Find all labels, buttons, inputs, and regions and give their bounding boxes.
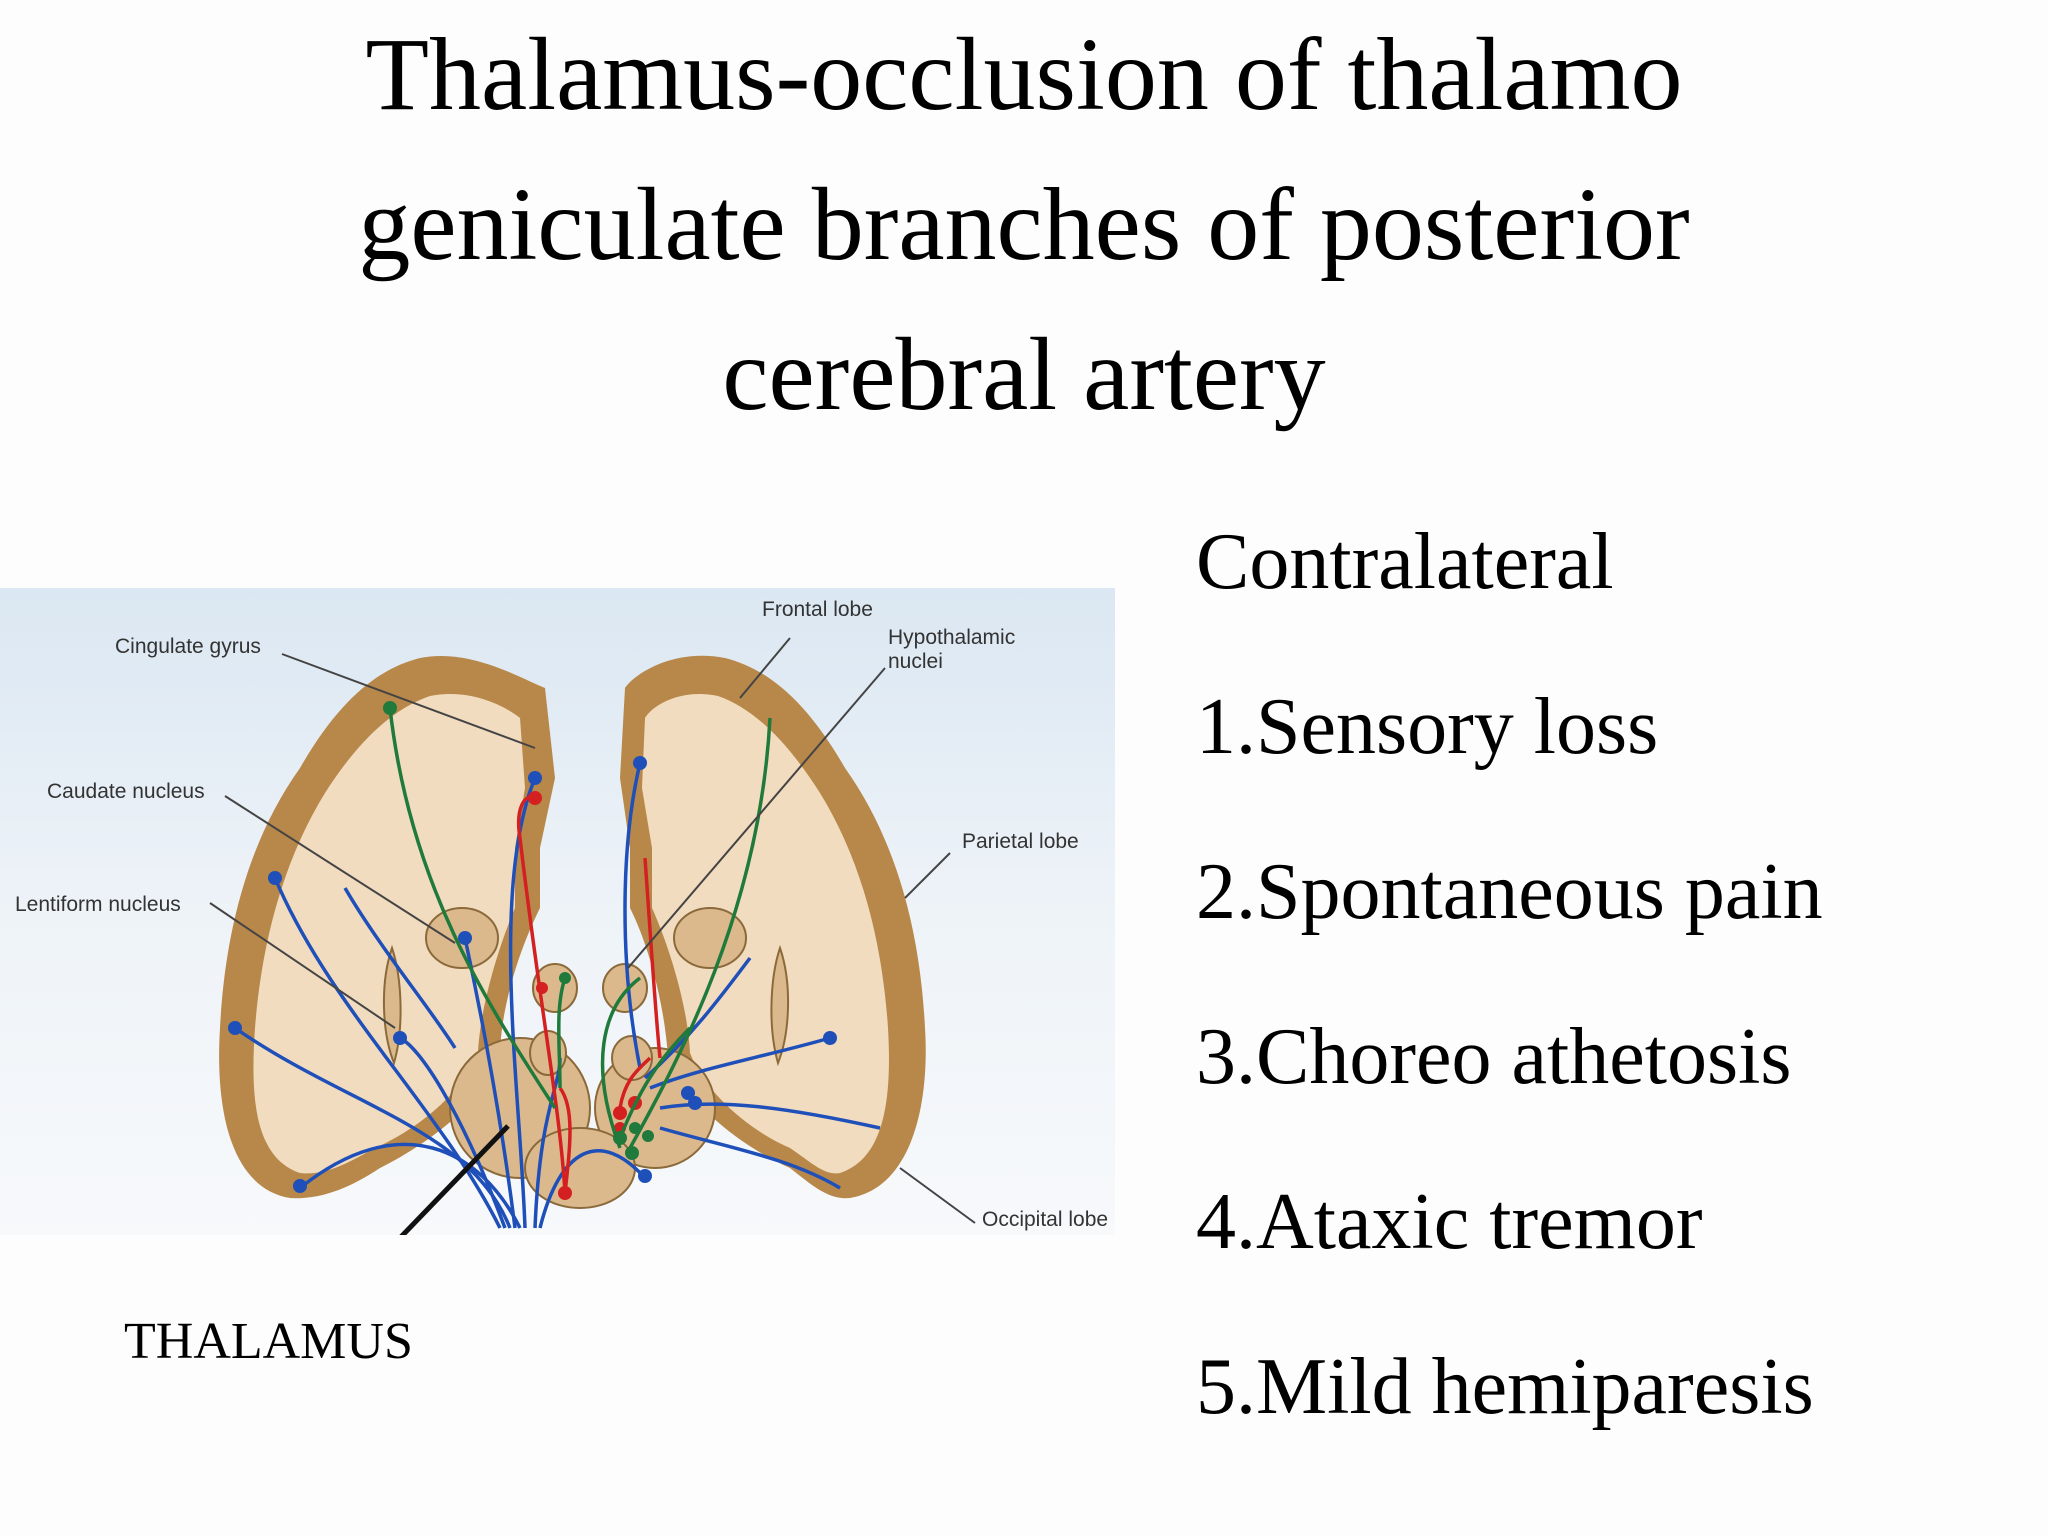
right-hypothalamic-nucleus bbox=[602, 963, 648, 1013]
right-white-matter bbox=[642, 694, 889, 1174]
green-artery bbox=[388, 707, 557, 1109]
symptom-list: Contralateral 1.Sensory loss 2.Spontaneo… bbox=[1196, 480, 1996, 1470]
slide-title: Thalamus-occlusion of thalamo geniculate… bbox=[0, 0, 2048, 450]
title-line-1: Thalamus-occlusion of thalamo bbox=[365, 17, 1683, 132]
symptom-item: 2.Spontaneous pain bbox=[1196, 848, 1823, 936]
leader-lines bbox=[209, 637, 976, 1224]
blue-artery-endpoints bbox=[228, 756, 837, 1193]
symptom-item: 1.Sensory loss bbox=[1196, 683, 1659, 771]
red-artery bbox=[517, 795, 567, 1194]
symptom-heading: Contralateral bbox=[1196, 518, 1614, 606]
red-artery bbox=[558, 1086, 572, 1194]
title-line-3: cerebral artery bbox=[722, 317, 1326, 432]
blue-artery bbox=[659, 1102, 881, 1130]
symptom-item: 5.Mild hemiparesis bbox=[1196, 1343, 1814, 1431]
green-artery bbox=[618, 1026, 692, 1139]
green-arteries bbox=[388, 707, 772, 1149]
blue-artery bbox=[273, 877, 502, 1229]
red-arteries bbox=[517, 795, 662, 1194]
green-artery bbox=[557, 977, 567, 1089]
symptom-item: 3.Choreo athetosis bbox=[1196, 1013, 1792, 1101]
label-parietal-lobe: Parietal lobe bbox=[962, 830, 1079, 853]
title-line-2: geniculate branches of posterior bbox=[358, 167, 1690, 282]
label-occipital-lobe: Occipital lobe bbox=[982, 1208, 1108, 1231]
parietal-leader bbox=[904, 852, 951, 899]
right-hemisphere bbox=[620, 655, 926, 1199]
label-frontal-lobe: Frontal lobe bbox=[762, 598, 873, 621]
green-artery-endpoints bbox=[383, 701, 654, 1160]
right-lentiform bbox=[770, 944, 790, 1067]
thalamus-structures bbox=[449, 963, 716, 1209]
blue-artery bbox=[298, 1142, 522, 1229]
thalamus-label: THALAMUS bbox=[124, 1313, 413, 1370]
green-artery bbox=[628, 717, 772, 1149]
caudate-leader bbox=[224, 795, 456, 944]
occipital-leader bbox=[899, 1167, 976, 1224]
left-white-matter bbox=[253, 694, 525, 1174]
lentiform-leader bbox=[209, 902, 396, 1029]
blue-artery bbox=[343, 887, 457, 1049]
blue-artery bbox=[399, 1036, 507, 1229]
thalamus-pointer-arrow bbox=[399, 1124, 510, 1235]
green-artery bbox=[600, 976, 642, 1149]
brain-coronal-diagram: Cingulate gyrus Caudate nucleus Lentifor… bbox=[0, 588, 1115, 1235]
red-artery bbox=[618, 1056, 652, 1109]
symptom-item: 4.Ataxic tremor bbox=[1196, 1178, 1703, 1266]
brain-svg: Cingulate gyrus Caudate nucleus Lentifor… bbox=[0, 588, 1115, 1235]
label-lentiform-nucleus: Lentiform nucleus bbox=[15, 893, 181, 916]
blue-artery bbox=[508, 777, 537, 1229]
red-artery bbox=[643, 857, 662, 1059]
blue-artery bbox=[659, 1126, 841, 1190]
blue-artery bbox=[623, 762, 642, 1069]
label-caudate-nucleus: Caudate nucleus bbox=[47, 780, 205, 803]
right-medial-nucleus bbox=[611, 1035, 653, 1081]
label-hypothalamic-nuclei: nuclei bbox=[888, 650, 943, 673]
arrow-shaft bbox=[399, 1124, 510, 1235]
right-caudate bbox=[673, 907, 747, 969]
frontal-leader bbox=[739, 637, 791, 699]
blue-artery bbox=[538, 1149, 647, 1229]
label-cingulate-gyrus: Cingulate gyrus bbox=[115, 635, 261, 658]
blue-artery bbox=[649, 1036, 831, 1090]
label-hypothalamic: Hypothalamic bbox=[888, 626, 1015, 649]
hypothalamic-leader bbox=[627, 667, 886, 969]
cingulate-leader bbox=[281, 653, 536, 749]
